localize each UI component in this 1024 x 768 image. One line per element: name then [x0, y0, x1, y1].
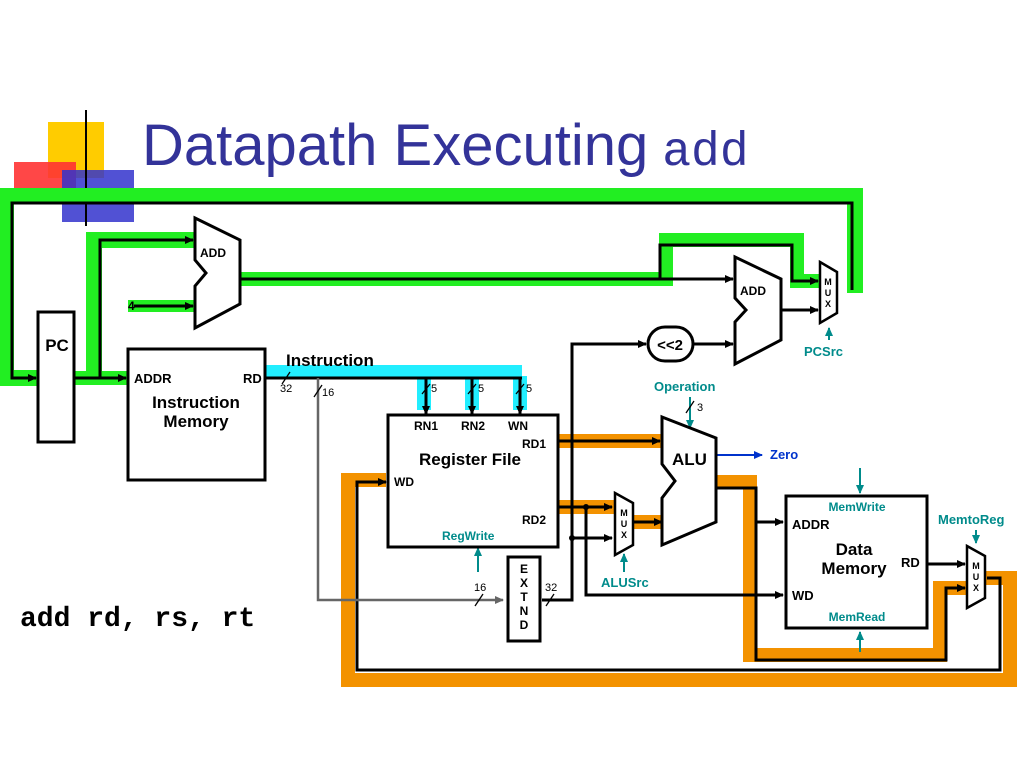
pc-source-mux: M U X [818, 259, 839, 326]
bus-width-5-rn2: 5 [478, 383, 484, 395]
sign-extend-unit: E X T N D [506, 555, 542, 643]
title-decoration [14, 110, 990, 226]
rd2-label: RD2 [522, 513, 546, 527]
rn2-label: RN2 [461, 419, 485, 433]
memtoreg-mux: M U X [965, 543, 987, 611]
zero-label: Zero [770, 447, 798, 462]
instruction-memory: ADDR RD Instruction Memory [126, 347, 267, 482]
regfile-name: Register File [419, 450, 521, 469]
extend-letter-n: N [520, 604, 529, 618]
alusrc-mux-letter-u: U [621, 519, 628, 529]
alusrc-mux-letter-m: M [620, 508, 628, 518]
branch-adder: ADD [733, 254, 783, 367]
alu-source-mux: M U X [613, 490, 635, 558]
memtoreg-label: MemtoReg [938, 512, 1005, 527]
pc-mux-letter-u: U [825, 288, 832, 298]
alu: ALU [660, 414, 718, 548]
operation-label: Operation [654, 379, 715, 394]
instruction-bus-label: Instruction [286, 351, 374, 370]
pc-adder: ADD [193, 215, 242, 331]
pc-label: PC [45, 336, 69, 355]
wire-junctions [569, 504, 589, 541]
memread-label: MemRead [829, 610, 886, 624]
dmem-name-line2: Memory [821, 559, 887, 578]
dmem-wd-label: WD [792, 588, 814, 603]
data-memory: MemWrite ADDR Data Memory RD WD MemRead [784, 494, 929, 630]
control-lines [474, 327, 980, 652]
immediate-wire [316, 378, 504, 604]
adder-label-branch: ADD [740, 284, 766, 298]
regwrite-label: RegWrite [442, 529, 495, 543]
extend-input-width: 16 [474, 582, 486, 594]
imem-rd-label: RD [243, 371, 262, 386]
extend-letter-t: T [520, 590, 528, 604]
wd-label: WD [394, 475, 414, 489]
alu-label: ALU [672, 450, 707, 469]
rn1-label: RN1 [414, 419, 438, 433]
bus-width-16-label: 16 [322, 387, 334, 399]
title-instruction: add [662, 126, 749, 180]
memtoreg-mux-letter-u: U [973, 572, 980, 582]
instruction-syntax: add rd, rs, rt [20, 604, 256, 635]
pcsrc-label: PCSrc [804, 344, 843, 359]
adder-label-top: ADD [200, 246, 226, 260]
bus-width-5-wn: 5 [526, 383, 532, 395]
extend-letter-d: D [520, 618, 529, 632]
bus-width-32-label: 32 [280, 383, 292, 395]
imem-addr-label: ADDR [134, 371, 172, 386]
black-wires [10, 201, 1002, 672]
alusrc-label: ALUSrc [601, 575, 649, 590]
pc-mux-letter-x: X [825, 299, 831, 309]
title-main: Datapath Executing [142, 113, 649, 178]
pc-mux-letter-m: M [824, 277, 832, 287]
imem-name-line1: Instruction [152, 393, 240, 412]
operation-width: 3 [697, 402, 703, 414]
dmem-name-line1: Data [836, 540, 873, 559]
dmem-rd-label: RD [901, 555, 920, 570]
register-file: RN1 RN2 WN RD1 Register File WD RD2 RegW… [386, 413, 560, 549]
shift-left-2: <<2 [646, 325, 695, 363]
imem-name-line2: Memory [163, 412, 229, 431]
bus-width-marks [281, 371, 695, 607]
dmem-addr-label: ADDR [792, 517, 830, 532]
memtoreg-mux-letter-m: M [972, 561, 980, 571]
pc-register: PC [36, 310, 76, 444]
extend-letter-x: X [520, 576, 528, 590]
extend-output-width: 32 [545, 582, 557, 594]
constant-four: 4 [128, 299, 135, 313]
rd1-label: RD1 [522, 437, 546, 451]
extend-letter-e: E [520, 562, 528, 576]
shift-left-label: <<2 [657, 337, 683, 354]
memtoreg-mux-letter-x: X [973, 583, 979, 593]
memwrite-label: MemWrite [828, 500, 885, 514]
wn-label: WN [508, 419, 528, 433]
bus-width-5-rn1: 5 [431, 383, 437, 395]
alusrc-mux-letter-x: X [621, 530, 627, 540]
